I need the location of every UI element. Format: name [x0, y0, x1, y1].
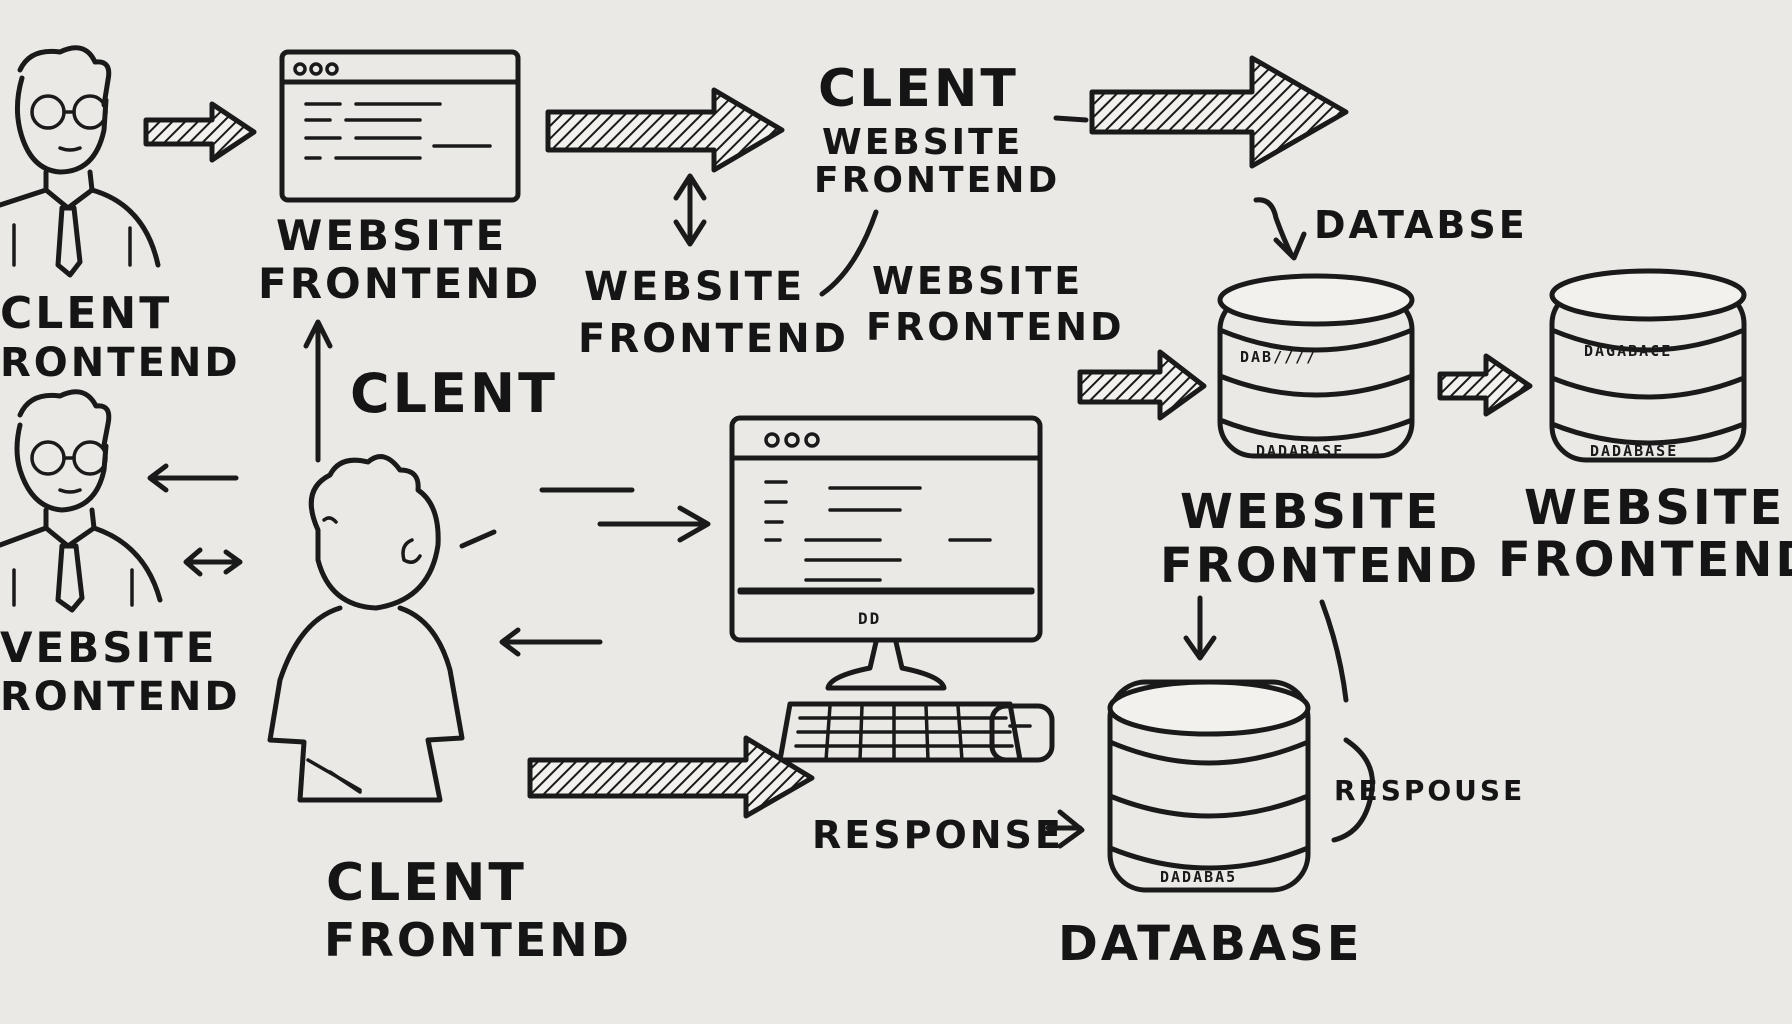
monitor-logo: DD [858, 609, 881, 628]
database-stack-icon-3: DADABA5 [1107, 679, 1311, 893]
label-top-client-l1: WEBSITE [822, 122, 1023, 163]
label-top-client-title: CLENT [818, 59, 1019, 119]
label-database-bottom: DATABASE [1058, 916, 1363, 972]
database-stack-icon-2: DAGABACE DADABASE [1549, 268, 1747, 463]
hatched-arrows [143, 55, 1533, 819]
person-avatar-top-left [0, 45, 161, 278]
label-db1-l1: WEBSITE [1180, 484, 1441, 540]
label-left-person1-l2: RONTEND [0, 340, 241, 386]
label-mid-right-l2: FRONTEND [866, 305, 1125, 349]
diagram-labels: CLENT WEBSITE FRONTEND DATABSE WEBSITE F… [0, 59, 1792, 972]
database-stack-icon-1: DAB//// DADABASE [1217, 273, 1415, 460]
label-db1-l2: FRONTEND [1160, 538, 1480, 594]
client-person-icon [267, 454, 465, 803]
arrow-db1-to-db2 [1437, 353, 1533, 417]
browser-window-icon [279, 49, 521, 203]
arrow-client-to-right [1089, 55, 1349, 169]
label-mid-left-l2: FRONTEND [578, 316, 849, 362]
label-left-person2-l2: RONTEND [0, 674, 241, 720]
label-browser-l2: FRONTEND [258, 259, 541, 308]
label-response-left: RESPONSE [812, 813, 1064, 857]
label-browser-l1: WEBSITE [276, 211, 507, 260]
db1-disc-bottom: DADABASE [1256, 442, 1344, 460]
label-mid-right-l1: WEBSITE [872, 259, 1083, 303]
arrow-browser-to-client [545, 87, 785, 173]
label-top-client-l2: FRONTEND [814, 160, 1060, 201]
arrow-person-to-browser [143, 101, 257, 163]
desktop-computer-icon: DD [729, 415, 1055, 763]
db2-disc-bottom: DADABASE [1590, 442, 1678, 460]
person-avatar-mid-left [0, 389, 163, 613]
label-database-misspelled: DATABSE [1314, 203, 1528, 247]
db3-disc-bottom: DADABA5 [1160, 868, 1237, 886]
label-client-bottom-l1: CLENT [326, 853, 527, 913]
label-response-right: RESPOUSE [1334, 774, 1525, 807]
label-clent-center: CLENT [350, 362, 558, 425]
label-db2-l2: FRONTEND [1498, 532, 1792, 588]
connector-arrows [147, 115, 1375, 849]
label-left-person1-l1: CLENT [0, 288, 172, 339]
arrow-client-to-computer [527, 735, 815, 819]
label-client-bottom-l2: FRONTEND [324, 913, 632, 967]
db1-disc-top: DAB//// [1240, 348, 1317, 366]
arrow-to-database-1 [1077, 349, 1207, 421]
label-left-person2-l1: VEBSITE [0, 623, 217, 672]
label-mid-left-l1: WEBSITE [584, 264, 805, 310]
label-db2-l1: WEBSITE [1524, 480, 1785, 536]
db2-disc-top: DAGABACE [1584, 342, 1672, 360]
